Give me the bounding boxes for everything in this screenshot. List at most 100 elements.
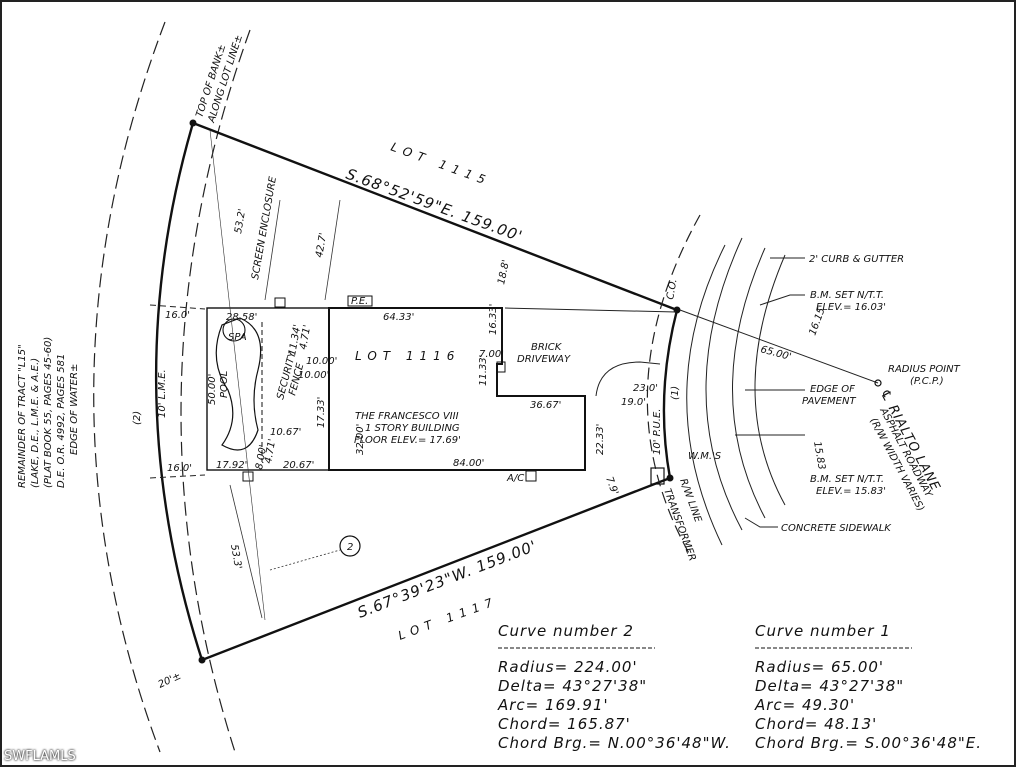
- leader-sidewalk: [744, 517, 778, 528]
- leader-line-marker-2: [269, 549, 341, 571]
- dim-65-00: 65.00': [759, 344, 792, 363]
- curve-2-chord-bearing: Chord Brg.= N.00°36'48"W.: [498, 734, 731, 752]
- curb-curve: [732, 247, 766, 519]
- driveway-curve: [595, 361, 661, 397]
- dim-16-33: 16.33': [488, 304, 499, 335]
- ac-label: A/C: [506, 473, 524, 484]
- curve-2-marker: (2): [132, 411, 143, 425]
- driveway-top-line: [504, 307, 677, 313]
- dim-22-33: 22.33': [595, 424, 606, 455]
- circle-marker-2-label: 2: [347, 542, 353, 553]
- bm2-line-1: B.M. SET N/T.T.: [810, 474, 884, 485]
- radius-line: [679, 309, 879, 384]
- dim-11-34: 11.34': [287, 324, 303, 357]
- dim-53-3: 53.3': [228, 544, 243, 571]
- radius-point-marker: [874, 379, 882, 387]
- lot-1115-label: LOT 1115: [389, 140, 493, 189]
- pe-label: P.E.: [351, 296, 368, 307]
- ac-pad: [525, 470, 537, 482]
- dim-4-71-bottom: 4.71': [263, 438, 278, 465]
- dim-28-58: 28.58': [226, 312, 257, 323]
- right-of-way-curve: [646, 214, 701, 556]
- corner-marker: [189, 119, 197, 127]
- pool-outline: [215, 317, 262, 451]
- dim-8-00: 8.00': [254, 444, 269, 471]
- edge-of-water-line: [93, 21, 166, 753]
- dim-4-71-top: 4.71': [298, 324, 313, 351]
- south-bearing-label: S.67°39'23"W. 159.00': [355, 537, 540, 622]
- pavement-curve: [754, 254, 786, 506]
- dim-17-33: 17.33': [316, 397, 327, 428]
- south-lot-line: [201, 476, 671, 662]
- sidewalk-curve-inner: [686, 244, 726, 546]
- screen-enclosure-label: SCREEN ENCLOSURE: [250, 175, 279, 280]
- dim-line-guide: [209, 129, 266, 621]
- dim-53-2: 53.2': [233, 208, 248, 235]
- dim-11-33: 11.33': [478, 355, 489, 386]
- edge-of-pavement-line-1: EDGE OF: [810, 384, 855, 395]
- radius-point-label-2: (P.C.P.): [910, 376, 944, 387]
- curve-2-title: Curve number 2: [498, 622, 634, 640]
- radius-point-label-1: RADIUS POINT: [888, 364, 961, 375]
- pool-label: POOL: [219, 371, 230, 398]
- wms-label: W.M.'S: [688, 451, 722, 462]
- curve-table-1: Curve number 1 Radius= 65.00' Delta= 43°…: [754, 622, 981, 752]
- curve-1-delta: Delta= 43°27'38": [755, 677, 904, 695]
- floor-elevation: FLOOR ELEV.= 17.69': [354, 435, 461, 446]
- bm2-line-2: ELEV.= 15.83': [816, 486, 886, 497]
- equipment-box: [274, 297, 286, 308]
- sidewalk-curve-outer: [705, 237, 743, 531]
- dim-16-0-top: 16.0': [165, 310, 190, 321]
- dim-line-53-2: [264, 199, 281, 301]
- leader-bm1: [759, 294, 805, 306]
- edge-of-pavement-line-2: PAVEMENT: [802, 396, 856, 407]
- dim-7-00: 7.00': [479, 349, 504, 360]
- dim-50-00: 50.00': [207, 374, 218, 405]
- pe-box: [347, 295, 373, 307]
- tract-line-5: EDGE OF WATER±: [69, 364, 80, 455]
- dim-19-0: 19.0': [621, 397, 646, 408]
- dim-10-00-a: 10.00': [306, 356, 337, 367]
- lme-label: 10' L.M.E.: [157, 369, 168, 418]
- north-lot-line: [192, 121, 678, 312]
- equipment-box: [242, 471, 254, 482]
- dim-10-00-b: 10.00': [298, 370, 329, 381]
- dim-10-67: 10.67': [270, 427, 301, 438]
- driveway-label-2: DRIVEWAY: [517, 354, 571, 365]
- watermark: SWFLAMLS: [4, 749, 76, 764]
- dim-20: 20'±: [157, 671, 183, 691]
- dim-18-8: 18.8': [496, 259, 512, 286]
- building-type: 1 STORY BUILDING: [365, 423, 460, 434]
- driveway-label-1: BRICK: [531, 342, 563, 353]
- circle-marker-2: [339, 535, 361, 557]
- north-bearing-label: S.68°52'59"E. 159.00': [344, 165, 526, 246]
- tract-line-2: (LAKE, D.E., L.M.E. & A.E.): [30, 358, 41, 488]
- building-footprint: [328, 307, 586, 471]
- bm1-line-1: B.M. SET N/T.T.: [810, 290, 884, 301]
- curve-1-radius: Radius= 65.00': [755, 658, 884, 676]
- dim-16-15: 16.15: [807, 306, 827, 337]
- dim-42-7: 42.7': [314, 232, 329, 259]
- curve-1-arc: Arc= 49.30': [754, 696, 855, 714]
- dim-64-33: 64.33': [383, 312, 414, 323]
- dim-15-83: 15.83: [811, 441, 827, 471]
- setback-line-bottom: [149, 474, 206, 479]
- curve-2-arc: Arc= 169.91': [497, 696, 609, 714]
- sidewalk-label: CONCRETE SIDEWALK: [781, 523, 892, 534]
- co-label: C.O.: [665, 278, 679, 300]
- dim-16-0-bottom: 16.0': [167, 463, 192, 474]
- corner-marker: [666, 474, 674, 482]
- transformer-box: [650, 467, 665, 485]
- dim-17-92: 17.92': [216, 460, 247, 471]
- spa-label: SPA: [228, 332, 247, 343]
- curve-2-radius: Radius= 224.00': [498, 658, 638, 676]
- bm1-line-2: ELEV.= 16.03': [816, 302, 886, 313]
- dim-20-67: 20.67': [283, 460, 314, 471]
- rear-lot-line-curve: [154, 122, 204, 661]
- building-name: THE FRANCESCO VIII: [355, 411, 459, 422]
- dim-32-00: 32.00': [355, 424, 366, 455]
- pue-label: 10' P.U.E.: [652, 409, 663, 455]
- curve-1-chord: Chord= 48.13': [755, 715, 877, 733]
